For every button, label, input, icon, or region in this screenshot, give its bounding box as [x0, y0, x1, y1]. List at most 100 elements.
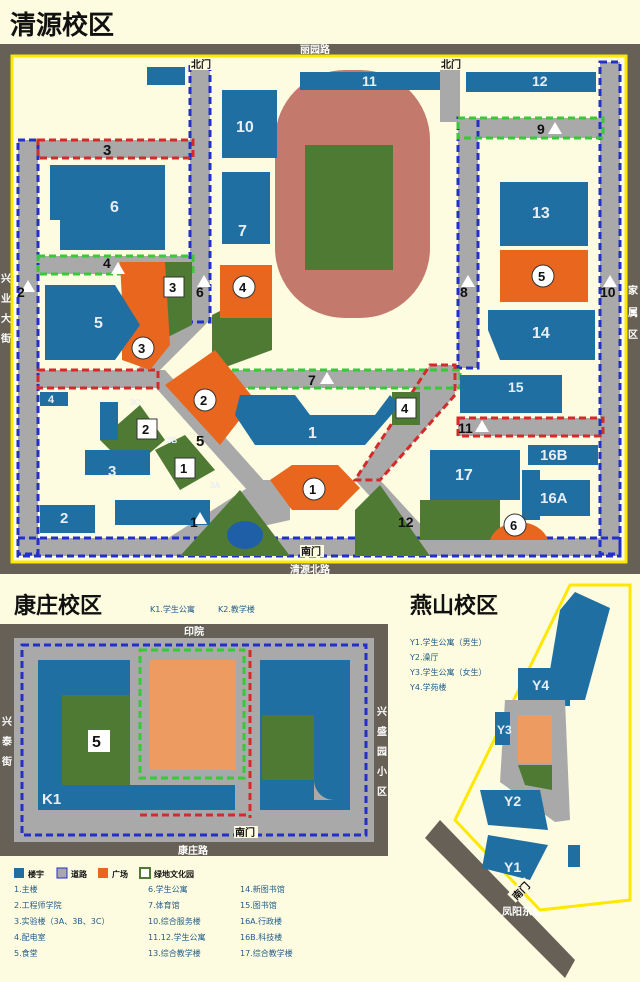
legend-garden: 绿地文化园 — [154, 869, 194, 879]
kz-garden-marker — [88, 730, 110, 752]
svg-text:5.食堂: 5.食堂 — [14, 948, 38, 958]
svg-text:3: 3 — [103, 142, 111, 159]
qingyuan-title: 清源校区 — [10, 10, 114, 41]
yanshan-legend-y2: Y2.澡厅 — [409, 652, 439, 662]
svg-text:2: 2 — [200, 393, 207, 408]
svg-text:16B: 16B — [540, 447, 568, 464]
map-legend: 楼宇 道路 广场 绿地文化园 1.主楼 2.工程师学院 3.实验楼（3A、3B、… — [14, 867, 293, 958]
kz-road-left-3: 街 — [1, 755, 12, 768]
kz-road-right-4: 小 — [376, 765, 387, 778]
road-xingye-4: 街 — [0, 332, 11, 345]
legend-swatch-building — [14, 868, 24, 878]
kz-road-right-3: 园 — [377, 746, 387, 758]
yanshan-y1: Y1 — [504, 859, 521, 875]
svg-text:4.配电室: 4.配电室 — [14, 932, 46, 942]
road-outlines — [16, 60, 622, 558]
yanshan-y4: Y4 — [532, 677, 549, 693]
svg-text:7: 7 — [238, 223, 247, 240]
kangzhuang-blocks — [38, 660, 350, 810]
kz-road-right-2: 盛 — [377, 725, 387, 738]
kangzhuang-k1-label: K1 — [42, 791, 61, 808]
svg-text:16A.行政楼: 16A.行政楼 — [240, 916, 282, 926]
road-xingye-2: 业 — [1, 292, 11, 305]
svg-text:17: 17 — [455, 467, 473, 484]
svg-text:1: 1 — [309, 482, 316, 497]
label-3c: 3C — [130, 398, 140, 407]
legend-road: 道路 — [71, 869, 88, 879]
kangzhuang-legend-k1: K1.学生公寓 — [150, 604, 195, 614]
svg-text:1: 1 — [190, 514, 198, 530]
road-jiashu-3: 区 — [628, 329, 638, 341]
svg-text:17.综合教学楼: 17.综合教学楼 — [240, 948, 293, 958]
kz-road-right-5: 区 — [377, 786, 387, 798]
yanshan-legend-y4: Y4.学苑楼 — [409, 682, 447, 692]
svg-text:11: 11 — [458, 420, 473, 436]
svg-text:15.图书馆: 15.图书馆 — [240, 900, 277, 910]
qingyuan-north-gate-right: 北门 — [441, 58, 461, 71]
svg-text:2: 2 — [60, 510, 68, 527]
legend-plaza: 广场 — [112, 869, 128, 879]
svg-text:4: 4 — [401, 401, 409, 416]
svg-text:6.学生公寓: 6.学生公寓 — [148, 884, 188, 894]
kz-road-right-1: 兴 — [377, 705, 387, 718]
yanshan-legend-y1: Y1.学生公寓（男生） — [409, 637, 487, 647]
kangzhuang-title: 康庄校区 — [14, 593, 102, 619]
svg-text:12: 12 — [532, 73, 548, 89]
kz-road-left-1: 兴 — [2, 715, 12, 728]
svg-text:12: 12 — [398, 514, 414, 530]
svg-text:13: 13 — [532, 205, 550, 222]
svg-text:6: 6 — [196, 284, 204, 300]
road-jiashu-1: 家 — [628, 284, 639, 297]
road-xingye-3: 大 — [1, 312, 11, 325]
svg-text:5: 5 — [94, 315, 103, 332]
kz-garden-num: 5 — [92, 734, 101, 751]
road-jiashu-2: 属 — [628, 307, 638, 319]
road-qingyuanbei: 清源北路 — [290, 563, 331, 576]
yanshan-y3: Y3 — [497, 723, 512, 737]
qingyuan-buildings — [40, 67, 598, 533]
road-liyuan: 丽园路 — [300, 43, 331, 56]
svg-text:13.综合教学楼: 13.综合教学楼 — [148, 948, 201, 958]
legend-building: 楼宇 — [28, 869, 44, 879]
svg-text:3: 3 — [138, 341, 145, 356]
kangzhuang-legend-k2: K2.教学楼 — [218, 604, 255, 614]
svg-text:4: 4 — [48, 394, 55, 406]
legend-swatch-road — [56, 867, 68, 879]
svg-text:7: 7 — [308, 372, 316, 388]
svg-text:6: 6 — [110, 199, 119, 216]
label-3a: 3A — [210, 481, 220, 490]
svg-text:2.工程师学院: 2.工程师学院 — [14, 900, 62, 910]
kangzhuang-road-outlines — [20, 643, 368, 837]
svg-text:4: 4 — [239, 280, 247, 295]
kangzhuang-south-gate: 南门 — [235, 826, 255, 839]
qingyuan-north-gate-left: 北门 — [191, 58, 211, 71]
svg-text:1.主楼: 1.主楼 — [14, 884, 38, 894]
svg-text:3: 3 — [108, 463, 116, 480]
garden-markers: 1 2 3 4 — [136, 276, 417, 479]
svg-text:10.综合服务楼: 10.综合服务楼 — [148, 916, 201, 926]
yanshan-road-name: 凤阳东路 — [502, 905, 543, 918]
svg-text:2: 2 — [17, 284, 25, 300]
svg-text:14: 14 — [532, 325, 550, 342]
svg-text:11: 11 — [362, 73, 377, 89]
svg-text:1: 1 — [180, 461, 187, 476]
svg-text:14.新图书馆: 14.新图书馆 — [240, 884, 285, 894]
svg-text:3.实验楼（3A、3B、3C）: 3.实验楼（3A、3B、3C） — [14, 916, 109, 926]
svg-text:6: 6 — [510, 518, 517, 533]
road-markers: 1 2 3 4 5 6 7 8 9 10 11 12 — [17, 121, 617, 530]
legend-swatch-plaza — [98, 868, 108, 878]
svg-text:16B.科技楼: 16B.科技楼 — [240, 932, 282, 942]
svg-text:10: 10 — [236, 119, 254, 136]
legend-swatch-garden — [139, 867, 151, 879]
svg-text:5: 5 — [196, 433, 204, 450]
yanshan-legend-y3: Y3.学生公寓（女生） — [409, 667, 487, 677]
svg-text:16A: 16A — [540, 490, 568, 507]
yanshan-title: 燕山校区 — [410, 593, 498, 619]
qingyuan-south-gate: 南门 — [301, 545, 321, 558]
plaza-markers: 1 2 3 4 5 6 — [131, 264, 555, 537]
svg-text:4: 4 — [103, 255, 111, 271]
svg-text:7.体育馆: 7.体育馆 — [148, 900, 180, 910]
svg-text:9: 9 — [537, 121, 545, 137]
svg-text:3: 3 — [169, 280, 176, 295]
yanshan-legend: Y1.学生公寓（男生） Y2.澡厅 Y3.学生公寓（女生） Y4.学苑楼 — [409, 637, 487, 692]
